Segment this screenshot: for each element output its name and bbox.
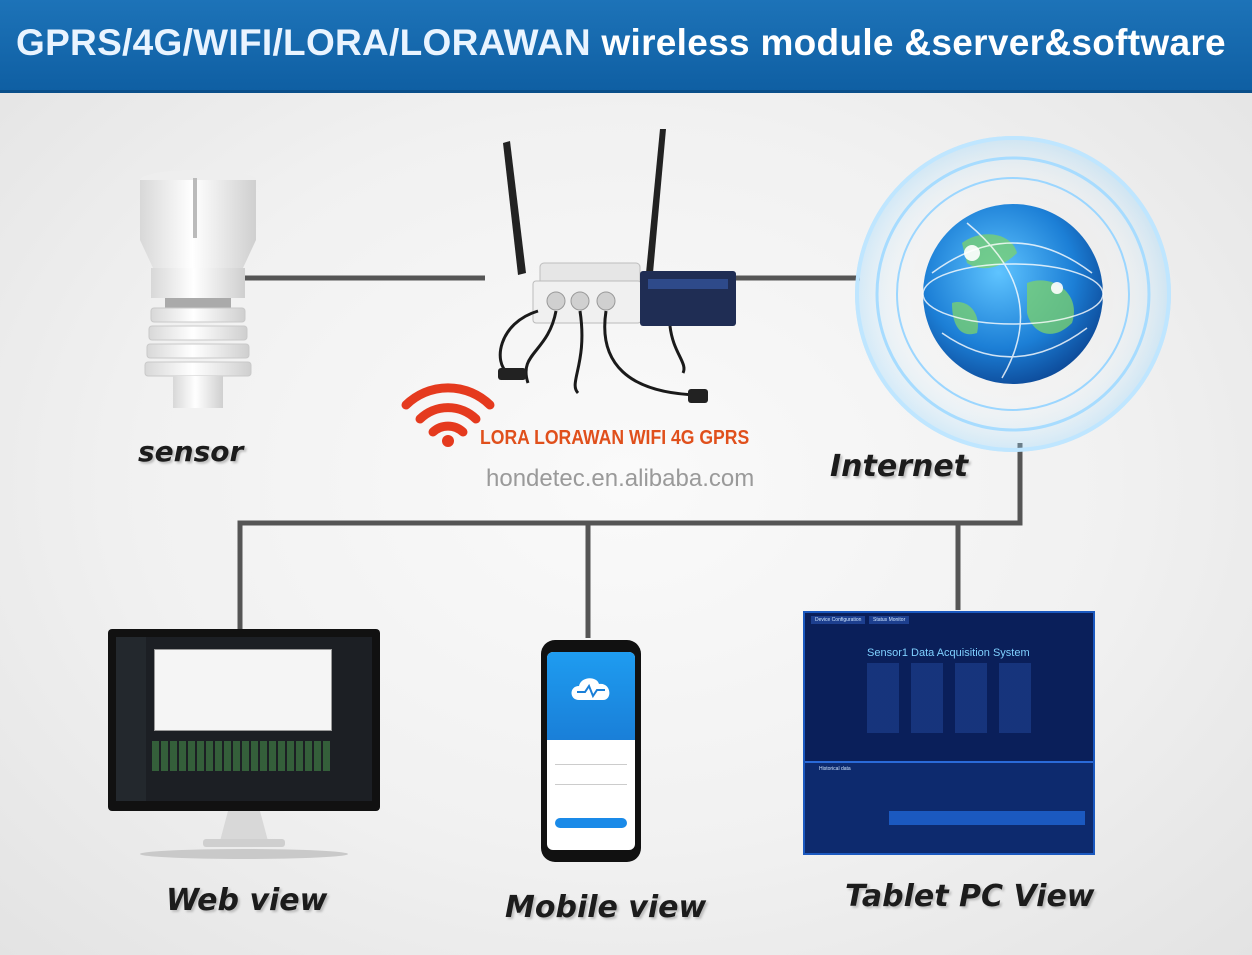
diagram-stage: sensor LORA LORAWAN WIFI 4 <box>0 93 1252 955</box>
web-view-label: Web view <box>166 883 328 918</box>
username-field[interactable] <box>555 754 627 765</box>
dashboard-grid <box>152 741 332 771</box>
tablet-lower-panel <box>805 761 1093 853</box>
dashboard-sidebar <box>116 637 146 801</box>
login-button[interactable] <box>555 818 627 828</box>
connection-lines <box>237 275 1023 638</box>
phone-app-screen <box>547 652 635 850</box>
phone-device <box>541 640 641 862</box>
title-protocols: GPRS/4G/WIFI/LORA/LORAWAN <box>16 22 591 63</box>
gateway-device-icon <box>498 129 736 403</box>
page-title: GPRS/4G/WIFI/LORA/LORAWAN wireless modul… <box>16 22 1226 64</box>
web-dashboard-screen <box>116 637 372 801</box>
globe-icon <box>855 136 1171 452</box>
tab-device-configuration[interactable]: Device Configuration <box>811 616 866 624</box>
tablet-data-bar <box>889 811 1085 825</box>
tablet-system-title: Sensor1 Data Acquisition System <box>867 647 1030 659</box>
tablet-status-cards <box>863 663 1043 733</box>
tablet-view-label: Tablet PC View <box>845 879 1095 914</box>
sensor-label: sensor <box>138 435 244 468</box>
password-field[interactable] <box>555 774 627 785</box>
website-label: hondetec.en.alibaba.com <box>486 465 755 492</box>
weather-sensor-icon <box>140 170 256 408</box>
tab-status-monitor[interactable]: Status Monitor <box>869 616 910 624</box>
link-internet-bus <box>237 443 1023 638</box>
protocol-list: LORA LORAWAN WIFI 4G GPRS <box>480 427 750 449</box>
header-banner: GPRS/4G/WIFI/LORA/LORAWAN wireless modul… <box>0 0 1252 93</box>
mobile-view-label: Mobile view <box>505 890 707 925</box>
cloud-logo-icon <box>571 678 610 700</box>
title-rest: wireless module &server&software <box>590 22 1226 63</box>
tablet-dashboard-screen: Device Configuration Status Monitor Sens… <box>803 611 1095 855</box>
wifi-icon <box>401 383 495 447</box>
dashboard-dialog <box>154 649 332 731</box>
tablet-historical-title: Historical data <box>819 766 851 772</box>
internet-label: Internet <box>830 449 969 484</box>
